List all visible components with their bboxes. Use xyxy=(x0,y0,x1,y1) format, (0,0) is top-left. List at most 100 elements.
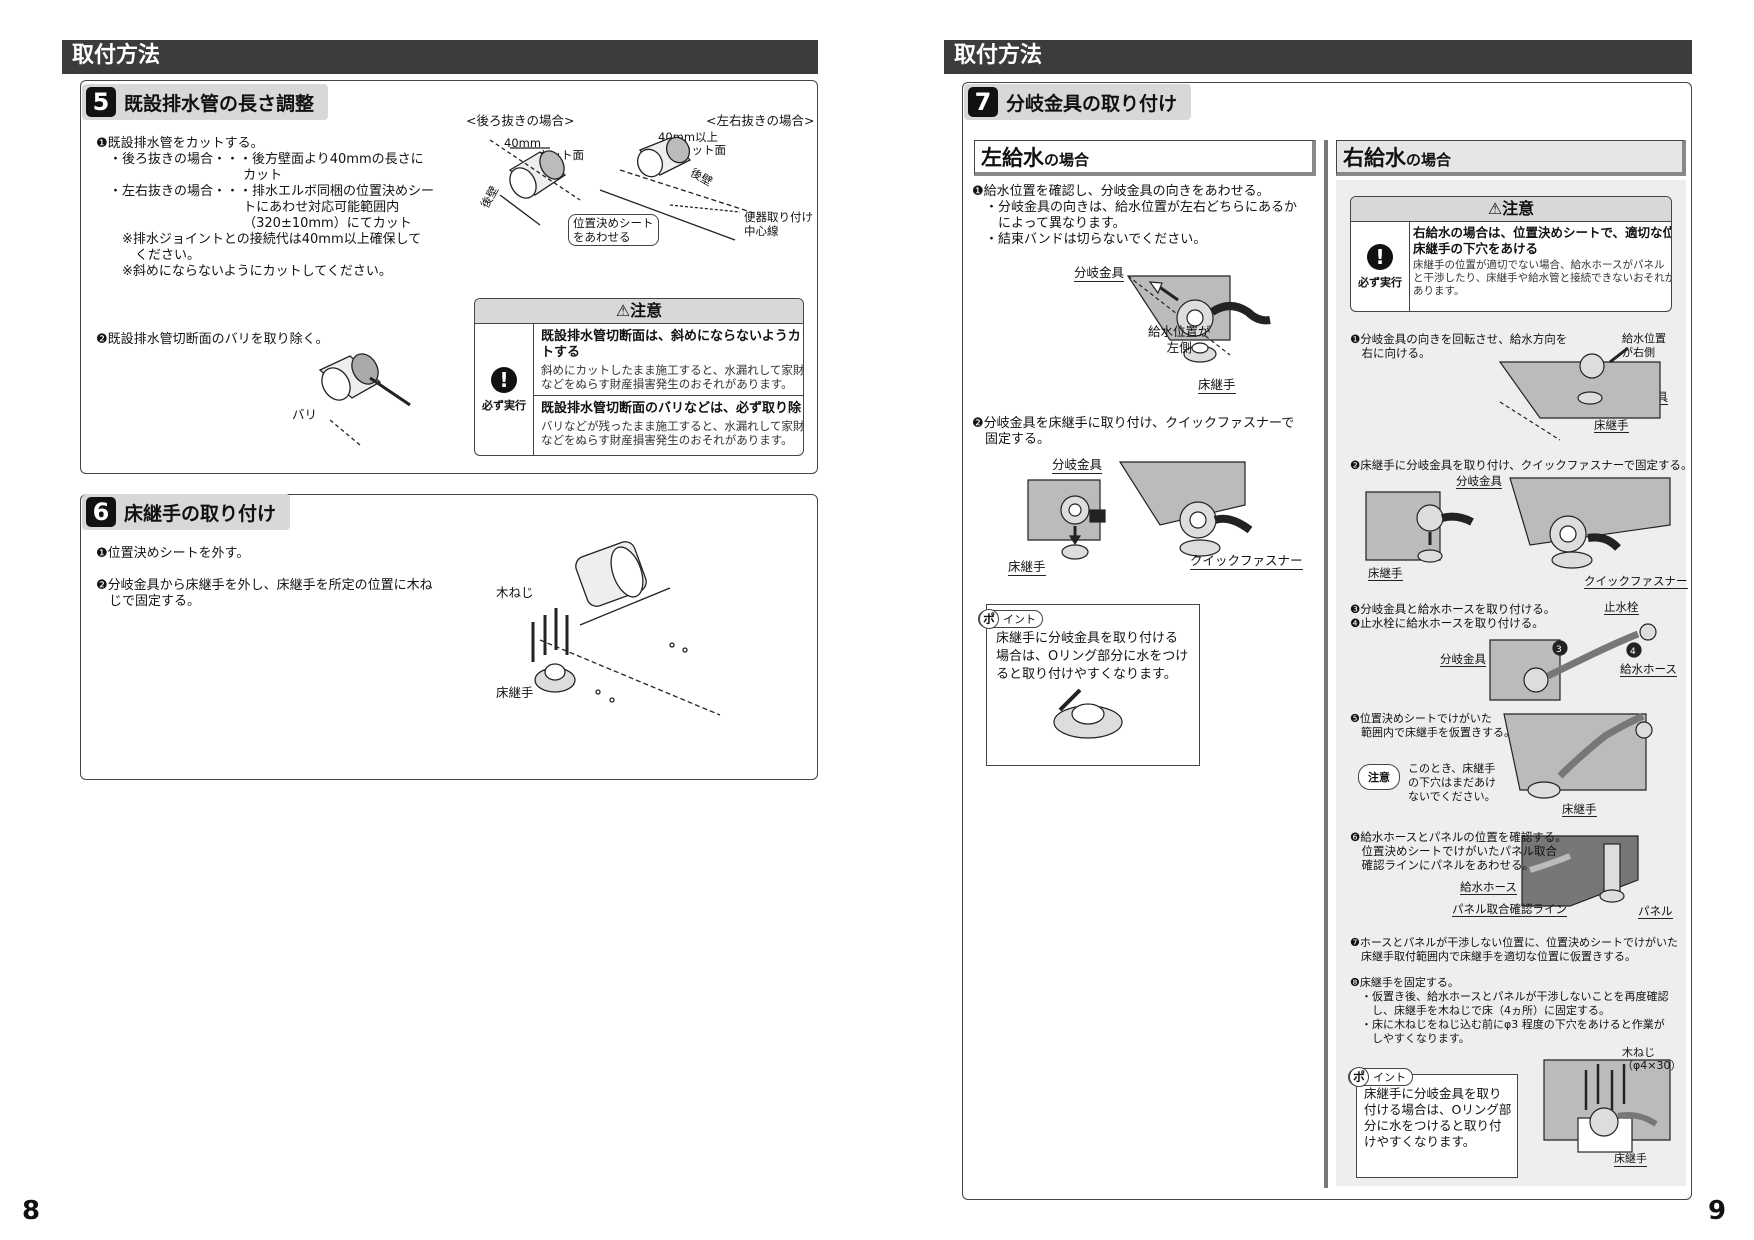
label-stop-valve: 止水栓 xyxy=(1604,600,1639,615)
section-number: 7 xyxy=(968,87,998,117)
exclamation-icon: ! xyxy=(491,366,517,393)
must-do-cell: ! 必ず実行 xyxy=(475,324,534,455)
s6-step1: ❶位置決めシートを外す。 xyxy=(96,546,250,561)
point-tag-mark: ポ xyxy=(1349,1066,1369,1087)
label-floor-joint: 床継手 xyxy=(1198,374,1236,394)
label-branch-fitting-2: 分岐金具 xyxy=(1052,454,1103,474)
right-step8: ❽床継手を固定する。 ・仮置き後、給水ホースとパネルが干渉しないことを再度確認 … xyxy=(1350,976,1669,1045)
label-supply-left: 給水位置が 左側 xyxy=(1148,324,1211,355)
right-caution-box: ⚠注意 ! 必ず実行 右給水の場合は、位置決めシートで、適切な位置に 床継手の下… xyxy=(1350,196,1672,312)
label-panel-line: パネル取合確認ライン xyxy=(1452,902,1567,917)
label-quick-fastener-r: クイックファスナー xyxy=(1584,574,1688,589)
section-title-text: 床継手の取り付け xyxy=(124,502,277,525)
label-panel: パネル xyxy=(1638,904,1673,919)
caution-small-1: 斜めにカットしたまま施工すると、水漏れして家財 などをぬらす財産損害発生のおそれ… xyxy=(541,363,804,391)
marker-3: 3 xyxy=(1556,645,1562,655)
right-point-text: 床継手に分岐金具を取り 付ける場合は、Oリング部 分に水をつけると取り付 けやす… xyxy=(1364,1086,1512,1149)
right-step1: ❶分岐金具の向きを回転させ、給水方向を 右に向ける。 xyxy=(1350,332,1568,360)
bari-pipe-drawing xyxy=(318,353,411,446)
section-number: 5 xyxy=(86,87,116,117)
right-step7: ❼ホースとパネルが干渉しない位置に、位置決めシートでけがいた 床継手取付範囲内で… xyxy=(1350,936,1678,963)
page-number-left: 8 xyxy=(22,1196,41,1226)
label-wood-screw-r: 木ねじ （φ4×30） xyxy=(1622,1046,1682,1072)
right-step34: ❸分岐金具と給水ホースを取り付ける。 ❹止水栓に給水ホースを取り付ける。 xyxy=(1350,602,1556,630)
caution-bold-2: 既設排水管切断面のバリなどは、必ず取り除く xyxy=(541,401,804,416)
label-branch-fitting: 分岐金具 xyxy=(1074,262,1125,282)
label-floor-joint-r2: 床継手 xyxy=(1368,566,1403,581)
point-tag-mark: ポ xyxy=(979,608,999,629)
marker-4: 4 xyxy=(1630,647,1636,657)
exclamation-icon: ! xyxy=(1367,243,1393,270)
section-number: 6 xyxy=(86,497,116,527)
point-tag-word: イント xyxy=(1003,612,1036,626)
point-tag: ポイント xyxy=(1348,1066,1413,1087)
label-floor-joint-r1: 床継手 xyxy=(1594,418,1629,433)
right-point-box xyxy=(1356,1074,1518,1178)
right-step6: ❻給水ホースとパネルの位置を確認する。 位置決めシートでけがいたパネル取合 確認… xyxy=(1350,830,1567,872)
fig-back-caption: <後ろ抜きの場合> xyxy=(466,113,575,128)
s5-caution-box: ⚠注意 ! 必ず実行 既設排水管切断面は、斜めにならないようカッ トする 斜めに… xyxy=(474,298,804,456)
page-header-right: 取付方法 xyxy=(944,40,1692,74)
label-supply-right: 給水位置 が右側 xyxy=(1622,332,1666,359)
section-6-title: 6 床継手の取り付け xyxy=(82,494,291,530)
heading-suffix: の場合 xyxy=(1044,151,1090,169)
caution-bold-1: 既設排水管切断面は、斜めにならないようカッ トする xyxy=(541,329,804,360)
right-step5: ❺位置決めシートでけがいた 範囲内で床継手を仮置きする。 xyxy=(1350,712,1515,739)
fig-side-caption: <左右抜きの場合> xyxy=(706,113,815,128)
caution-small: 床継手の位置が適切でない場合、給水ホースがパネル と干渉したり、床継手や給水管と… xyxy=(1413,259,1672,297)
right-supply-heading: 右給水の場合 xyxy=(1336,140,1686,176)
label-branch-fitting-r3: 分岐金具 xyxy=(1440,652,1486,667)
must-do-label: 必ず実行 xyxy=(482,398,526,412)
label-quick-fastener: クイックファスナー xyxy=(1190,550,1303,570)
column-divider xyxy=(1324,140,1328,1188)
left-step2: ❷分岐金具を床継手に取り付け、クイックファスナーで 固定する。 xyxy=(972,416,1295,447)
must-do-label: 必ず実行 xyxy=(1358,275,1402,289)
caution-title: ⚠注意 xyxy=(475,299,803,324)
must-do-cell: ! 必ず実行 xyxy=(1351,222,1410,311)
left-supply-heading: 左給水の場合 xyxy=(974,140,1316,176)
label-cut-face-2: カット面 xyxy=(680,143,726,157)
label-positioning-sheet: 位置決めシート をあわせる xyxy=(568,214,659,246)
section-5-title: 5 既設排水管の長さ調整 xyxy=(82,84,329,120)
section-title-text: 既設排水管の長さ調整 xyxy=(124,92,315,115)
label-floor-joint-r3: 床継手 xyxy=(1562,802,1597,817)
label-toilet-center-line: 便器取り付け 中心線 xyxy=(744,210,813,238)
label-branch-fitting-r2: 分岐金具 xyxy=(1456,474,1502,489)
label-supply-hose: 給水ホース xyxy=(1620,662,1677,677)
heading-main: 右給水 xyxy=(1343,146,1406,170)
right-step2: ❷床継手に分岐金具を取り付け、クイックファスナーで固定する。 xyxy=(1350,458,1693,472)
section-5-box xyxy=(80,80,818,474)
caution-small-2: バリなどが残ったまま施工すると、水漏れして家財 などをぬらす財産損害発生のおそれ… xyxy=(541,419,804,447)
label-supply-hose-2: 給水ホース xyxy=(1460,880,1517,895)
label-40mm: 40mm xyxy=(504,136,542,150)
s5-step2: ❷既設排水管切断面のバリを取り除く。 xyxy=(96,332,329,347)
note-text: このとき、床継手 の下穴はまだあけ ないでください。 xyxy=(1408,762,1496,803)
label-floor-joint-r4: 床継手 xyxy=(1614,1152,1647,1167)
heading-main: 左給水 xyxy=(981,146,1044,170)
section-title-text: 分岐金具の取り付け xyxy=(1006,92,1178,115)
caution-bold: 右給水の場合は、位置決めシートで、適切な位置に 床継手の下穴をあける xyxy=(1413,225,1672,256)
caution-divider xyxy=(534,395,803,396)
section-6-box xyxy=(80,494,818,780)
note-tag: 注意 xyxy=(1358,764,1400,790)
left-point-text: 床継手に分岐金具を取り付ける 場合は、Oリング部分に水をつけ ると取り付けやすく… xyxy=(996,631,1189,682)
back-pipe-drawing xyxy=(489,139,581,226)
caution-title: ⚠注意 xyxy=(1351,197,1671,222)
s5-step1: ❶既設排水管をカットする。 ・後ろ抜きの場合・・・後方壁面より40mmの長さに … xyxy=(96,136,435,279)
label-wood-screw: 木ねじ xyxy=(496,585,534,600)
point-tag-word: イント xyxy=(1373,1070,1406,1084)
page-number-right: 9 xyxy=(1708,1196,1727,1226)
section-7-title: 7 分岐金具の取り付け xyxy=(964,84,1192,120)
label-floor-joint: 床継手 xyxy=(496,685,534,700)
heading-suffix: の場合 xyxy=(1406,151,1452,169)
page-header-left: 取付方法 xyxy=(62,40,818,74)
point-tag: ポイント xyxy=(978,608,1043,629)
section-7-box xyxy=(962,82,1692,1200)
s6-step2: ❷分岐金具から床継手を外し、床継手を所定の位置に木ね じで固定する。 xyxy=(96,578,433,609)
label-bari: バリ xyxy=(292,407,318,422)
left-step1: ❶給水位置を確認し、分岐金具の向きをあわせる。 ・分岐金具の向きは、給水位置が左… xyxy=(972,184,1298,247)
